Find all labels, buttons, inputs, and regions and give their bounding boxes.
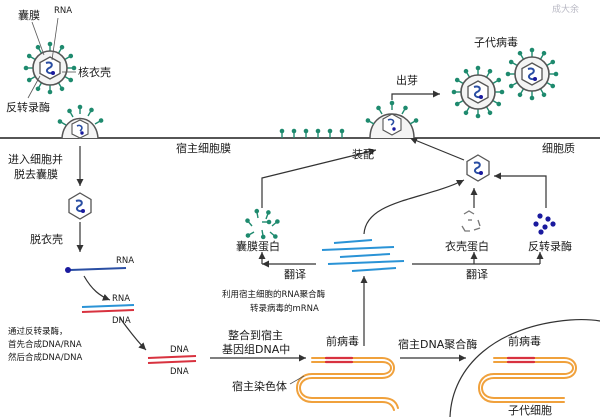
label-polymerase-2: 转录病毒的mRNA — [250, 303, 319, 314]
label-envelope: 囊膜 — [18, 8, 40, 22]
label-rna-strand: RNA — [116, 256, 134, 266]
arrow-capsid-to-assembly — [409, 137, 465, 161]
arrow-env-to-assembly — [261, 148, 377, 208]
label-integrate-2: 基因组DNA中 — [222, 342, 290, 356]
envelope-protein-cluster — [243, 207, 282, 241]
label-rt-step-2: 首先合成DNA/RNA — [8, 339, 82, 350]
progeny-virion-2 — [505, 47, 559, 102]
label-host-chromosome: 宿主染色体 — [232, 379, 287, 393]
label-enter-cell-2: 脱去囊膜 — [14, 167, 58, 181]
free-viral-rna — [65, 267, 127, 273]
label-reverse-transcriptase: 反转录酶 — [6, 100, 50, 114]
label-daughter-cell: 子代细胞 — [508, 404, 552, 417]
viral-mrna-strands — [321, 239, 405, 272]
new-capsid — [466, 154, 490, 182]
label-rt-step-3: 然后合成DNA/DNA — [8, 352, 82, 363]
daughter-cell-chromosome — [478, 356, 577, 403]
label-envelope-protein: 囊膜蛋白 — [236, 239, 280, 253]
label-provirus-daughter: 前病毒 — [508, 334, 541, 348]
label-polymerase-1: 利用宿主细胞的RNA聚合酶 — [222, 289, 326, 300]
daughter-cell-membrane — [449, 318, 600, 417]
viral-dsdna — [147, 355, 197, 364]
label-dsdna-1: DNA — [170, 345, 189, 355]
budding-virion — [364, 99, 420, 139]
label-cytoplasm: 细胞质 — [542, 142, 575, 155]
label-capsid-protein: 衣壳蛋白 — [445, 239, 489, 253]
label-dsdna-2: DNA — [170, 367, 189, 377]
label-assembly: 装配 — [352, 148, 374, 161]
rna-dna-hybrid — [81, 304, 135, 313]
fusing-virion — [56, 103, 105, 139]
watermark-text: 成大余 — [552, 3, 579, 15]
reverse-transcriptase-dots — [533, 213, 556, 235]
label-host-dna-polymerase: 宿主DNA聚合酶 — [398, 337, 477, 351]
label-reverse-transcriptase-enzyme: 反转录酶 — [528, 239, 572, 253]
label-rt-step-1: 通过反转录酶， — [8, 326, 68, 337]
arrow-to-dsdna — [119, 317, 147, 351]
capsid-protein-fragments — [461, 210, 481, 232]
membrane-embedded-spikes — [279, 127, 345, 139]
arrow-budding — [391, 90, 440, 100]
progeny-virion-1 — [451, 64, 505, 120]
label-host-membrane: 宿主细胞膜 — [176, 141, 231, 155]
label-capsid: 核衣壳 — [78, 65, 111, 79]
label-translate-left: 翻译 — [284, 267, 306, 281]
label-budding: 出芽 — [396, 73, 418, 87]
label-progeny-virus: 子代病毒 — [474, 35, 518, 49]
label-enter-cell-1: 进入细胞并 — [8, 152, 63, 166]
naked-capsid — [68, 192, 92, 220]
label-rna-top: RNA — [54, 6, 72, 16]
label-integrate-1: 整合到宿主 — [228, 328, 283, 342]
host-chromosome — [296, 356, 399, 411]
label-hybrid-rna: RNA — [112, 294, 130, 304]
label-translate-right: 翻译 — [466, 267, 488, 281]
infecting-virion — [23, 41, 78, 96]
label-provirus: 前病毒 — [326, 334, 359, 348]
arrow-rna-to-capsid — [363, 179, 465, 235]
arrow-to-hybrid — [83, 275, 111, 301]
label-uncoating: 脱衣壳 — [30, 232, 63, 246]
arrow-rt-up — [494, 172, 547, 208]
